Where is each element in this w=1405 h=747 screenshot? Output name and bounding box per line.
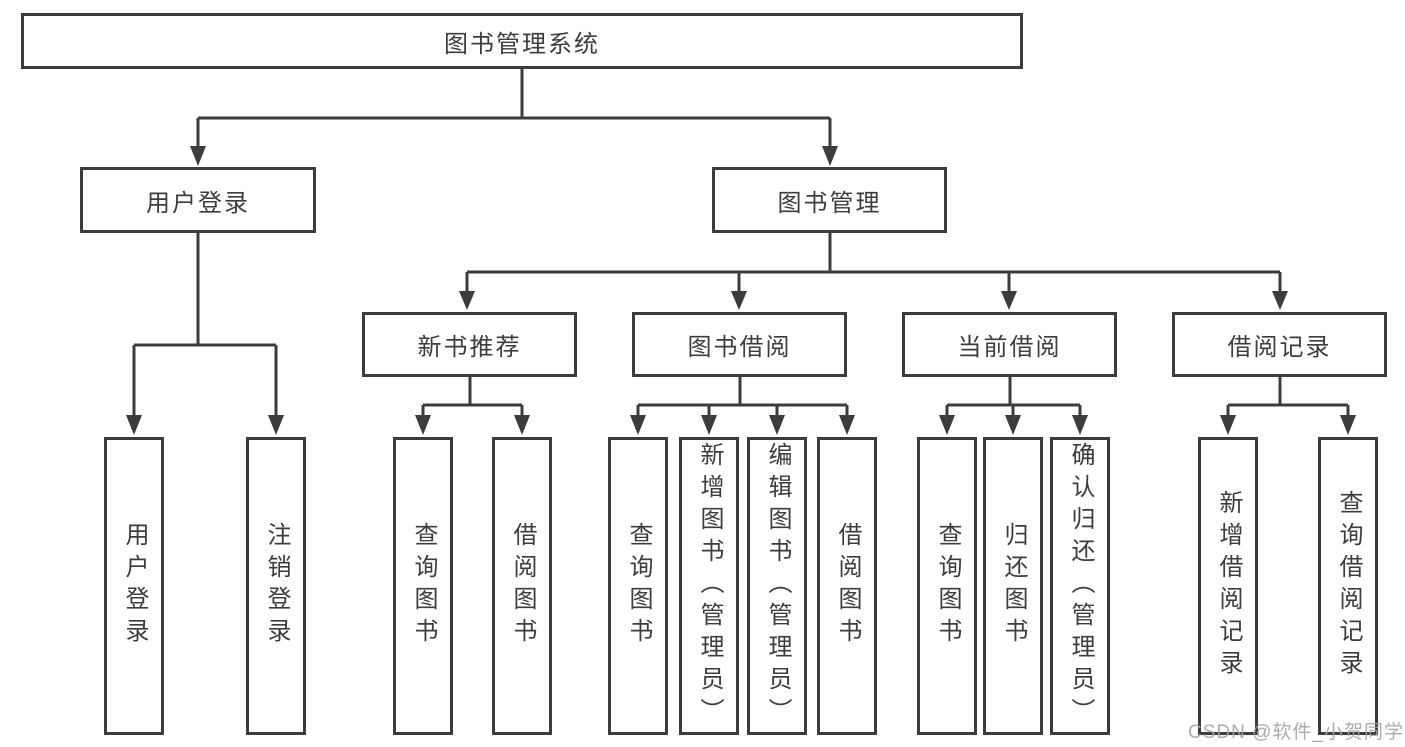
node-leaf-query-books-recommend: 查询图书 (393, 437, 453, 735)
node-leaf-query-books-borrowing: 查询图书 (608, 437, 668, 735)
node-leaf-user-login: 用户登录 (104, 437, 164, 735)
node-borrow-records: 借阅记录 (1172, 312, 1387, 377)
node-leaf-borrow-books-recommend: 借阅图书 (492, 437, 552, 735)
node-label: 图书管理 (777, 189, 882, 217)
node-leaf-edit-books-admin: 编辑图书（管理员） (747, 437, 807, 735)
node-leaf-confirm-return-admin: 确认归还（管理员） (1050, 437, 1110, 735)
node-book-management: 图书管理 (712, 167, 947, 233)
node-current-borrowing: 当前借阅 (902, 312, 1117, 377)
csdn-watermark: CSDN @软件_小贺同学 (1188, 722, 1404, 743)
node-label: 用户登录 (146, 189, 250, 217)
node-leaf-logout: 注销登录 (246, 437, 306, 735)
arrow-down-icon (701, 415, 717, 435)
node-leaf-add-borrow-record: 新增借阅记录 (1198, 437, 1258, 735)
node-user-login-group: 用户登录 (80, 167, 316, 233)
node-label: 新书推荐 (417, 334, 522, 361)
node-library-management-system: 图书管理系统 (21, 13, 1023, 69)
arrow-down-icon (268, 415, 284, 435)
arrow-down-icon (731, 291, 747, 310)
node-label: 查询图书 (410, 522, 437, 650)
node-new-book-recommend: 新书推荐 (362, 312, 577, 377)
node-label: 新增图书（管理员） (696, 442, 723, 730)
arrow-down-icon (459, 291, 475, 310)
node-leaf-return-books: 归还图书 (983, 437, 1043, 735)
arrow-down-icon (1072, 415, 1088, 435)
arrow-down-icon (839, 415, 855, 435)
node-label: 编辑图书（管理员） (764, 442, 791, 730)
node-label: 注销登录 (263, 522, 290, 650)
arrow-down-icon (1220, 415, 1236, 435)
arrow-down-icon (630, 415, 646, 435)
node-label: 查询图书 (625, 522, 652, 650)
arrow-down-icon (1340, 415, 1356, 435)
arrow-down-icon (1001, 291, 1017, 310)
node-label: 图书管理系统 (444, 30, 600, 58)
node-label: 借阅图书 (509, 522, 536, 650)
node-label: 归还图书 (1000, 522, 1027, 650)
node-label: 借阅图书 (834, 522, 861, 650)
arrow-down-icon (769, 415, 785, 435)
node-label: 查询借阅记录 (1335, 490, 1362, 682)
node-label: 当前借阅 (957, 334, 1062, 361)
arrow-down-icon (126, 415, 142, 435)
arrowhead-icons (126, 146, 1356, 435)
node-label: 图书借阅 (687, 334, 792, 361)
arrow-down-icon (415, 415, 431, 435)
arrow-down-icon (190, 146, 206, 166)
node-label: 确认归还（管理员） (1067, 442, 1094, 730)
arrow-down-icon (939, 415, 955, 435)
arrow-down-icon (1005, 415, 1021, 435)
node-leaf-query-books-current: 查询图书 (917, 437, 977, 735)
node-label: 用户登录 (121, 522, 148, 650)
arrow-down-icon (822, 146, 838, 166)
node-book-borrowing: 图书借阅 (632, 312, 847, 377)
node-label: 借阅记录 (1227, 334, 1332, 361)
node-label: 查询图书 (934, 522, 961, 650)
node-leaf-borrow-books: 借阅图书 (817, 437, 877, 735)
tree-edges (132, 69, 1350, 417)
node-leaf-query-borrow-record: 查询借阅记录 (1318, 437, 1378, 735)
arrow-down-icon (1272, 291, 1288, 310)
arrow-down-icon (514, 415, 530, 435)
node-leaf-add-books-admin: 新增图书（管理员） (679, 437, 739, 735)
node-label: 新增借阅记录 (1215, 490, 1242, 682)
